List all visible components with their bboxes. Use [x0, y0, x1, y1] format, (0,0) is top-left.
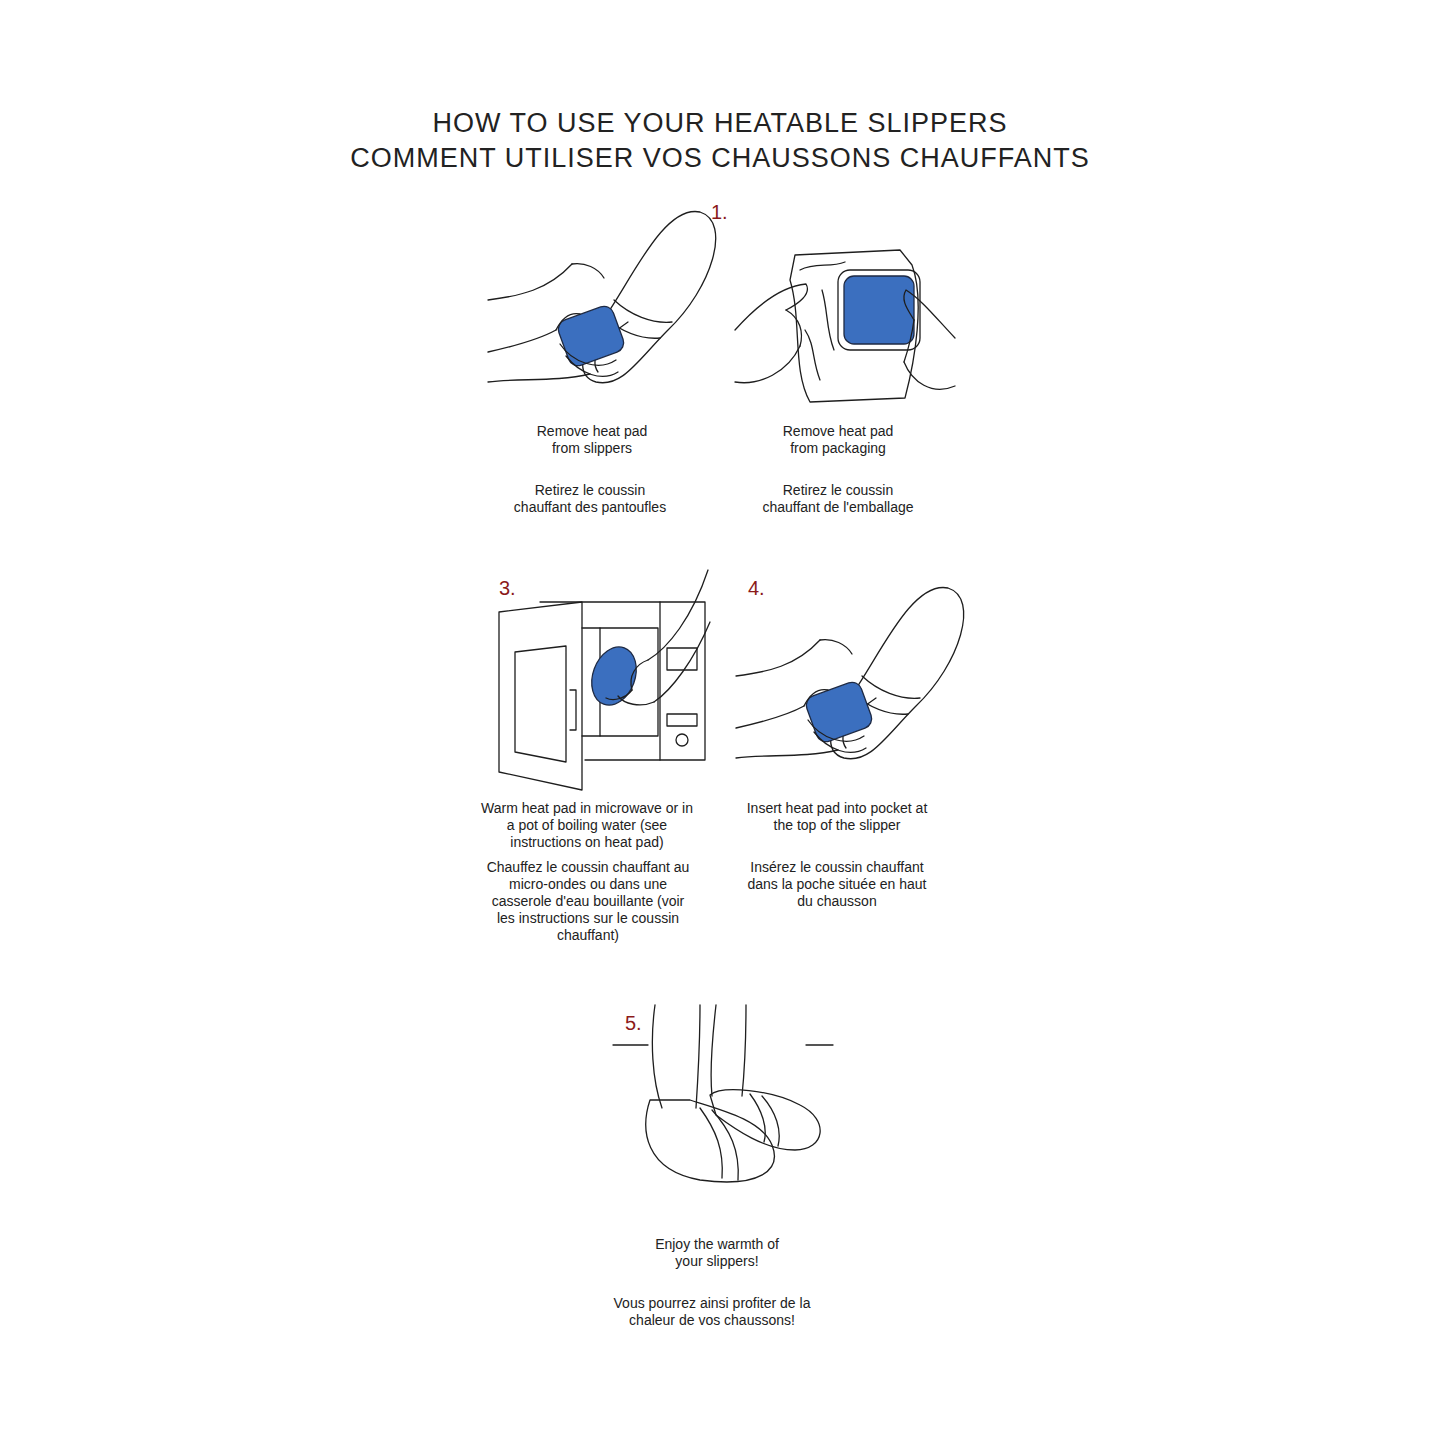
remove-pad-from-slipper-figure-stroke — [614, 300, 672, 322]
step-number: 4. — [748, 577, 765, 599]
microwave-figure-stroke — [515, 646, 566, 762]
microwave-figure-stroke — [667, 648, 697, 670]
step-caption: Enjoy the warmth of your slippers! — [642, 1236, 792, 1270]
step-caption: Insérez le coussin chauffant dans la poc… — [747, 859, 927, 910]
microwave-figure — [499, 570, 710, 790]
step-number: 1. — [711, 201, 728, 223]
step-caption: Retirez le coussin chauffant des pantouf… — [505, 482, 675, 516]
step-caption: Warm heat pad in microwave or in a pot o… — [480, 800, 695, 851]
wearing-slippers-figure-stroke — [742, 1005, 746, 1096]
remove-pad-from-slipper-figure-stroke — [556, 304, 627, 369]
microwave-figure-stroke — [570, 690, 576, 730]
microwave-figure-stroke — [667, 714, 697, 726]
microwave-figure-stroke — [540, 602, 705, 760]
microwave-figure-stroke — [606, 690, 632, 700]
step-number: 5. — [625, 1012, 642, 1034]
remove-pad-from-packaging-figure-stroke — [822, 290, 834, 350]
wearing-slippers-figure-stroke — [750, 1094, 765, 1142]
remove-pad-from-slipper-figure-stroke — [566, 356, 618, 376]
wearing-slippers-figure — [613, 1005, 833, 1182]
wearing-slippers-figure-stroke — [646, 1100, 774, 1182]
remove-pad-from-packaging-figure-stroke — [904, 290, 955, 338]
step-caption: Insert heat pad into pocket at the top o… — [742, 800, 932, 834]
remove-pad-from-slipper-figure-stroke — [556, 314, 580, 330]
remove-pad-from-packaging-figure-stroke — [786, 310, 801, 346]
step-caption: Vous pourrez ainsi profiter de la chaleu… — [612, 1295, 812, 1329]
remove-pad-from-slipper-figure-stroke — [560, 344, 616, 365]
microwave-figure-stroke — [676, 734, 688, 746]
microwave-figure-stroke — [499, 602, 582, 790]
wearing-slippers-figure-stroke — [696, 1005, 700, 1108]
step-caption: Retirez le coussin chauffant de l'emball… — [753, 482, 923, 516]
remove-pad-from-packaging-figure — [735, 250, 955, 402]
wearing-slippers-figure-stroke — [613, 1044, 833, 1045]
remove-pad-from-packaging-figure-stroke — [735, 284, 807, 330]
microwave-figure-stroke — [654, 622, 710, 702]
remove-pad-from-packaging-figure-stroke — [844, 276, 914, 344]
microwave-figure-stroke — [584, 641, 644, 712]
wearing-slippers-figure-stroke — [712, 1110, 738, 1180]
wearing-slippers-figure-stroke — [762, 1096, 779, 1146]
remove-pad-from-slipper-figure-stroke — [488, 330, 556, 352]
title: COMMENT UTILISER VOS CHAUSSONS CHAUFFANT… — [170, 141, 1270, 175]
microwave-figure-stroke — [659, 602, 660, 760]
remove-pad-from-packaging-figure-stroke — [904, 320, 914, 362]
step-caption: Remove heat pad from packaging — [776, 423, 900, 457]
remove-pad-from-packaging-figure-stroke — [904, 362, 955, 389]
remove-pad-from-slipper-figure-stroke — [488, 374, 590, 382]
remove-pad-from-slipper-figure-stroke — [488, 264, 572, 300]
microwave-figure-stroke — [631, 660, 648, 690]
remove-pad-from-packaging-figure-stroke — [735, 346, 800, 383]
step-caption: Chauffez le coussin chauffant au micro-o… — [486, 859, 691, 944]
wearing-slippers-figure-stroke — [652, 1005, 662, 1108]
remove-pad-from-slipper-figure — [488, 211, 716, 382]
remove-pad-from-packaging-figure-stroke — [790, 250, 918, 402]
remove-pad-from-packaging-figure-stroke — [800, 262, 845, 270]
remove-pad-from-packaging-figure-stroke — [805, 330, 820, 380]
insert-pad-figure — [736, 587, 964, 758]
step-number: 3. — [499, 577, 516, 599]
remove-pad-from-slipper-figure-stroke — [572, 264, 604, 278]
wearing-slippers-figure-stroke — [711, 1005, 716, 1096]
step-caption: Remove heat pad from slippers — [530, 423, 654, 457]
wearing-slippers-figure-stroke — [710, 1090, 820, 1150]
title: HOW TO USE YOUR HEATABLE SLIPPERS — [170, 106, 1270, 140]
